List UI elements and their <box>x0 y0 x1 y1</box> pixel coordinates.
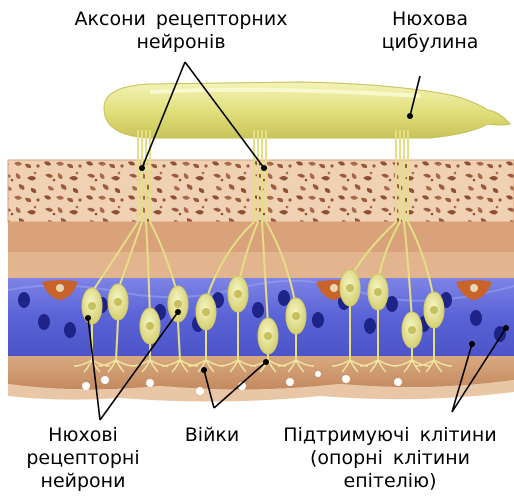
bulb-label-line-1: Нюхова <box>360 8 500 31</box>
receptor-neurons-label-line-2: рецепторні <box>8 447 158 470</box>
support-cells-label-line-2: (опорні клітини <box>270 447 510 470</box>
bulb-label: Нюхова цибулина <box>360 8 500 54</box>
tissue-band <box>8 222 514 278</box>
bulb-label-line-2: цибулина <box>360 31 500 54</box>
cilia-label: Війки <box>172 424 252 447</box>
axons-label-line-2: нейронів <box>22 31 340 54</box>
receptor-neurons-label: Нюхові рецепторні нейрони <box>8 424 158 493</box>
cilia-label-line-1: Війки <box>172 424 252 447</box>
receptor-neurons-label-line-1: Нюхові <box>8 424 158 447</box>
support-cells-label-line-1: Підтримуючі клітини <box>270 424 510 447</box>
receptor-neurons-label-line-3: нейрони <box>8 470 158 493</box>
axons-label-line-1: Аксони рецепторних <box>22 8 340 31</box>
axons-label: Аксони рецепторних нейронів <box>22 8 340 54</box>
support-cells-label-line-3: епітелію) <box>270 470 510 493</box>
support-cells-label: Підтримуючі клітини (опорні клітини епіт… <box>270 424 510 493</box>
